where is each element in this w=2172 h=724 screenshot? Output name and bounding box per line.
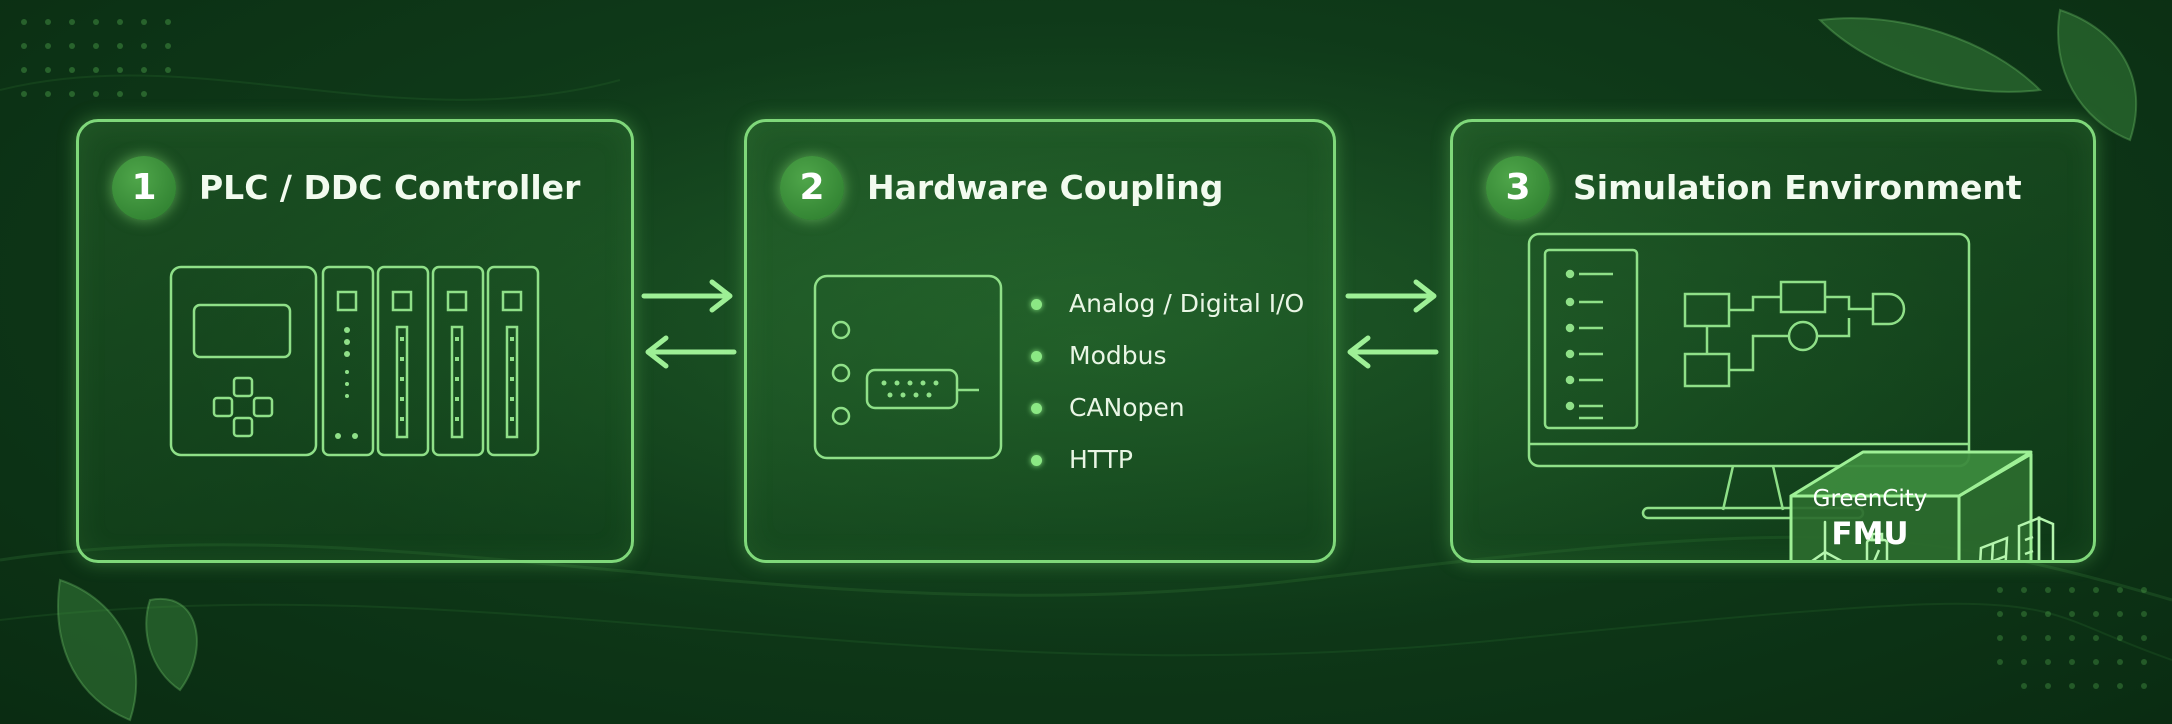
arrow-left-icon [1347, 335, 1439, 369]
panel-hardware-coupling: 2 Hardware Coupling Analog / Digital I/O… [744, 119, 1336, 563]
plc-controller-icon [169, 265, 540, 457]
step-badge-2: 2 [780, 156, 844, 220]
connector-icon [865, 368, 979, 410]
monitor-icon [1527, 232, 2055, 560]
panel-title-coupling: Hardware Coupling [867, 168, 1224, 207]
fmu-name-label: FMU [1831, 516, 1909, 552]
arrow-right-icon [1345, 279, 1437, 313]
fmu-brand-label: GreenCity [1812, 486, 1928, 512]
panel-plc-controller: 1 PLC / DDC Controller [76, 119, 634, 563]
bullet-dot [1031, 455, 1042, 466]
dot-grid-bottom-right [1997, 587, 2147, 689]
fmu-cube-icon [1789, 450, 2033, 560]
bullet-dot [1031, 299, 1042, 310]
arrow-right-icon [641, 279, 733, 313]
protocol-label: Analog / Digital I/O [1069, 289, 1305, 318]
list-item: Modbus [1031, 330, 1304, 382]
panel-simulation-environment: 3 Simulation Environment [1450, 119, 2096, 563]
leaf-icon [57, 8, 2138, 722]
list-item: Analog / Digital I/O [1031, 278, 1304, 330]
bullet-dot [1031, 403, 1042, 414]
solar-panel-icon [1979, 536, 2009, 560]
protocol-label: HTTP [1069, 445, 1133, 474]
bidirectional-arrows-1 [641, 279, 737, 369]
io-module-icon [321, 265, 540, 457]
wind-turbine-icon [1811, 520, 1843, 560]
arrow-left-icon [645, 335, 737, 369]
coupling-box-icon [813, 274, 1003, 460]
dot-grid-top-left [21, 19, 171, 97]
block-diagram-icon [1683, 280, 1906, 388]
building-icon [2017, 516, 2055, 560]
panel-title-plc: PLC / DDC Controller [199, 168, 581, 207]
step-badge-1: 1 [112, 156, 176, 220]
step-badge-3: 3 [1486, 156, 1550, 220]
list-item: CANopen [1031, 382, 1304, 434]
battery-icon [1865, 532, 1889, 560]
protocol-label: Modbus [1069, 341, 1167, 370]
list-item: HTTP [1031, 434, 1304, 486]
bullet-dot [1031, 351, 1042, 362]
bidirectional-arrows-2 [1345, 279, 1439, 369]
protocol-list: Analog / Digital I/O Modbus CANopen HTTP [1031, 278, 1304, 486]
protocol-label: CANopen [1069, 393, 1185, 422]
panel-title-simulation: Simulation Environment [1573, 168, 2022, 207]
